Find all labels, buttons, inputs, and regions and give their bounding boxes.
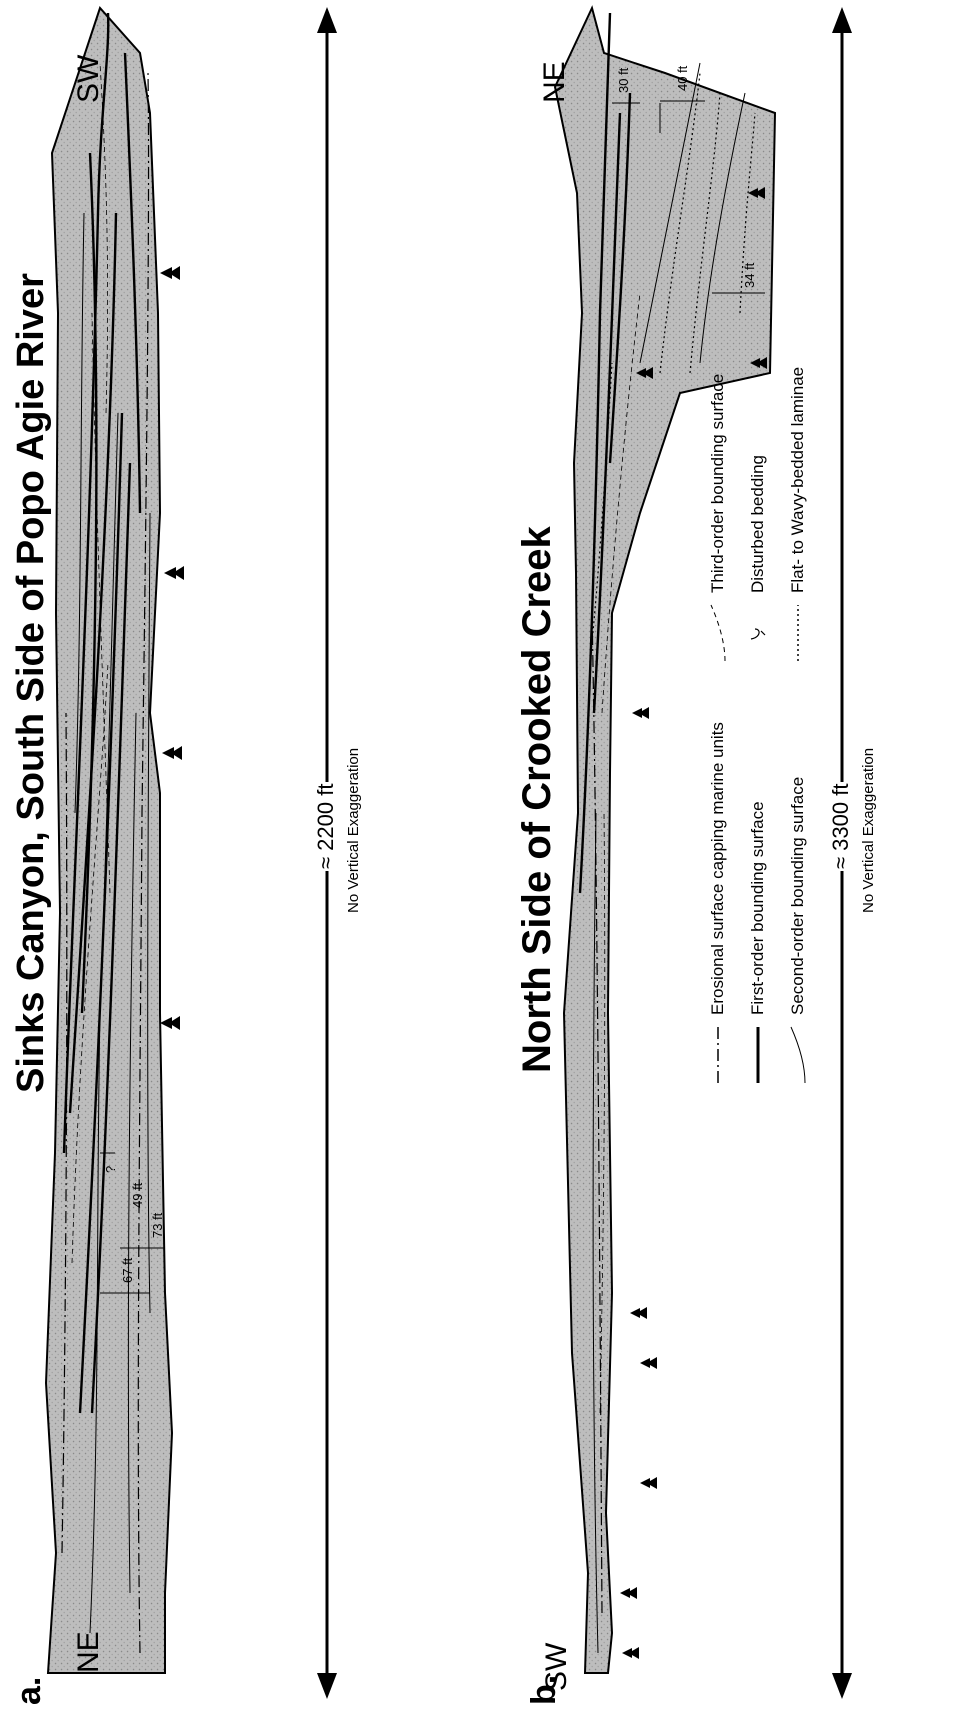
outcrop-b-outline	[555, 8, 775, 1673]
legend-label-erosional: Erosional surface capping marine units	[708, 722, 728, 1015]
legend-label-disturbed: Disturbed bedding	[748, 455, 768, 593]
dotted-line-icon	[785, 603, 811, 663]
panel-a-measure-67ft: 67 ft	[120, 1258, 135, 1283]
legend-label-second-order: Second-order bounding surface	[788, 777, 808, 1015]
panel-b-right-direction: NE	[538, 61, 572, 103]
panel-a-measure-49ft: 49 ft	[130, 1183, 145, 1208]
legend-label-laminae: Flat- to Wavy-bedded laminae	[788, 367, 808, 593]
panel-b-scale-note: No Vertical Exaggeration	[860, 748, 877, 913]
legend-first-order: First-order bounding surface	[745, 801, 771, 1085]
panel-a-title: Sinks Canyon, South Side of Popo Agie Ri…	[10, 273, 53, 1093]
panel-a-right-direction: SW	[72, 55, 106, 103]
panel-a-left-direction: NE	[72, 1631, 106, 1673]
legend-third-order: Third-order bounding surface	[705, 374, 731, 663]
legend-erosional-surface: Erosional surface capping marine units	[705, 722, 731, 1085]
thin-curve-icon	[785, 1025, 811, 1085]
dashed-curve-icon	[705, 603, 731, 663]
panel-b-measure-40ft: 40 ft	[675, 66, 690, 91]
panel-a-scale-note: No Vertical Exaggeration	[345, 748, 362, 913]
thick-line-icon	[745, 1025, 771, 1085]
legend-label-first-order: First-order bounding surface	[748, 801, 768, 1015]
panel-a-scale-label: ≈ 2200 ft	[313, 782, 339, 871]
panel-a-letter: a.	[10, 1677, 49, 1705]
legend-disturbed-bedding: Disturbed bedding	[745, 455, 771, 663]
panel-b-scale-label: ≈ 3300 ft	[828, 782, 854, 871]
legend-second-order: Second-order bounding surface	[785, 777, 811, 1085]
dash-dot-line-icon	[705, 1025, 731, 1085]
panel-b-measure-30ft: 30 ft	[616, 68, 631, 93]
panel-b-measure-34ft: 34 ft	[742, 263, 757, 288]
panel-a-measure-73ft: 73 ft	[150, 1213, 165, 1238]
legend-label-third-order: Third-order bounding surface	[708, 374, 728, 593]
outcrop-a-trees	[160, 266, 184, 1030]
panel-b-left-direction: SW	[540, 1643, 574, 1691]
legend-laminae: Flat- to Wavy-bedded laminae	[785, 367, 811, 663]
disturbed-bedding-icon	[745, 603, 771, 663]
outcrop-a-outline	[46, 8, 172, 1673]
panel-a-measure-unknown: ?	[103, 1166, 118, 1173]
panel-b-title: North Side of Crooked Creek	[515, 526, 560, 1073]
